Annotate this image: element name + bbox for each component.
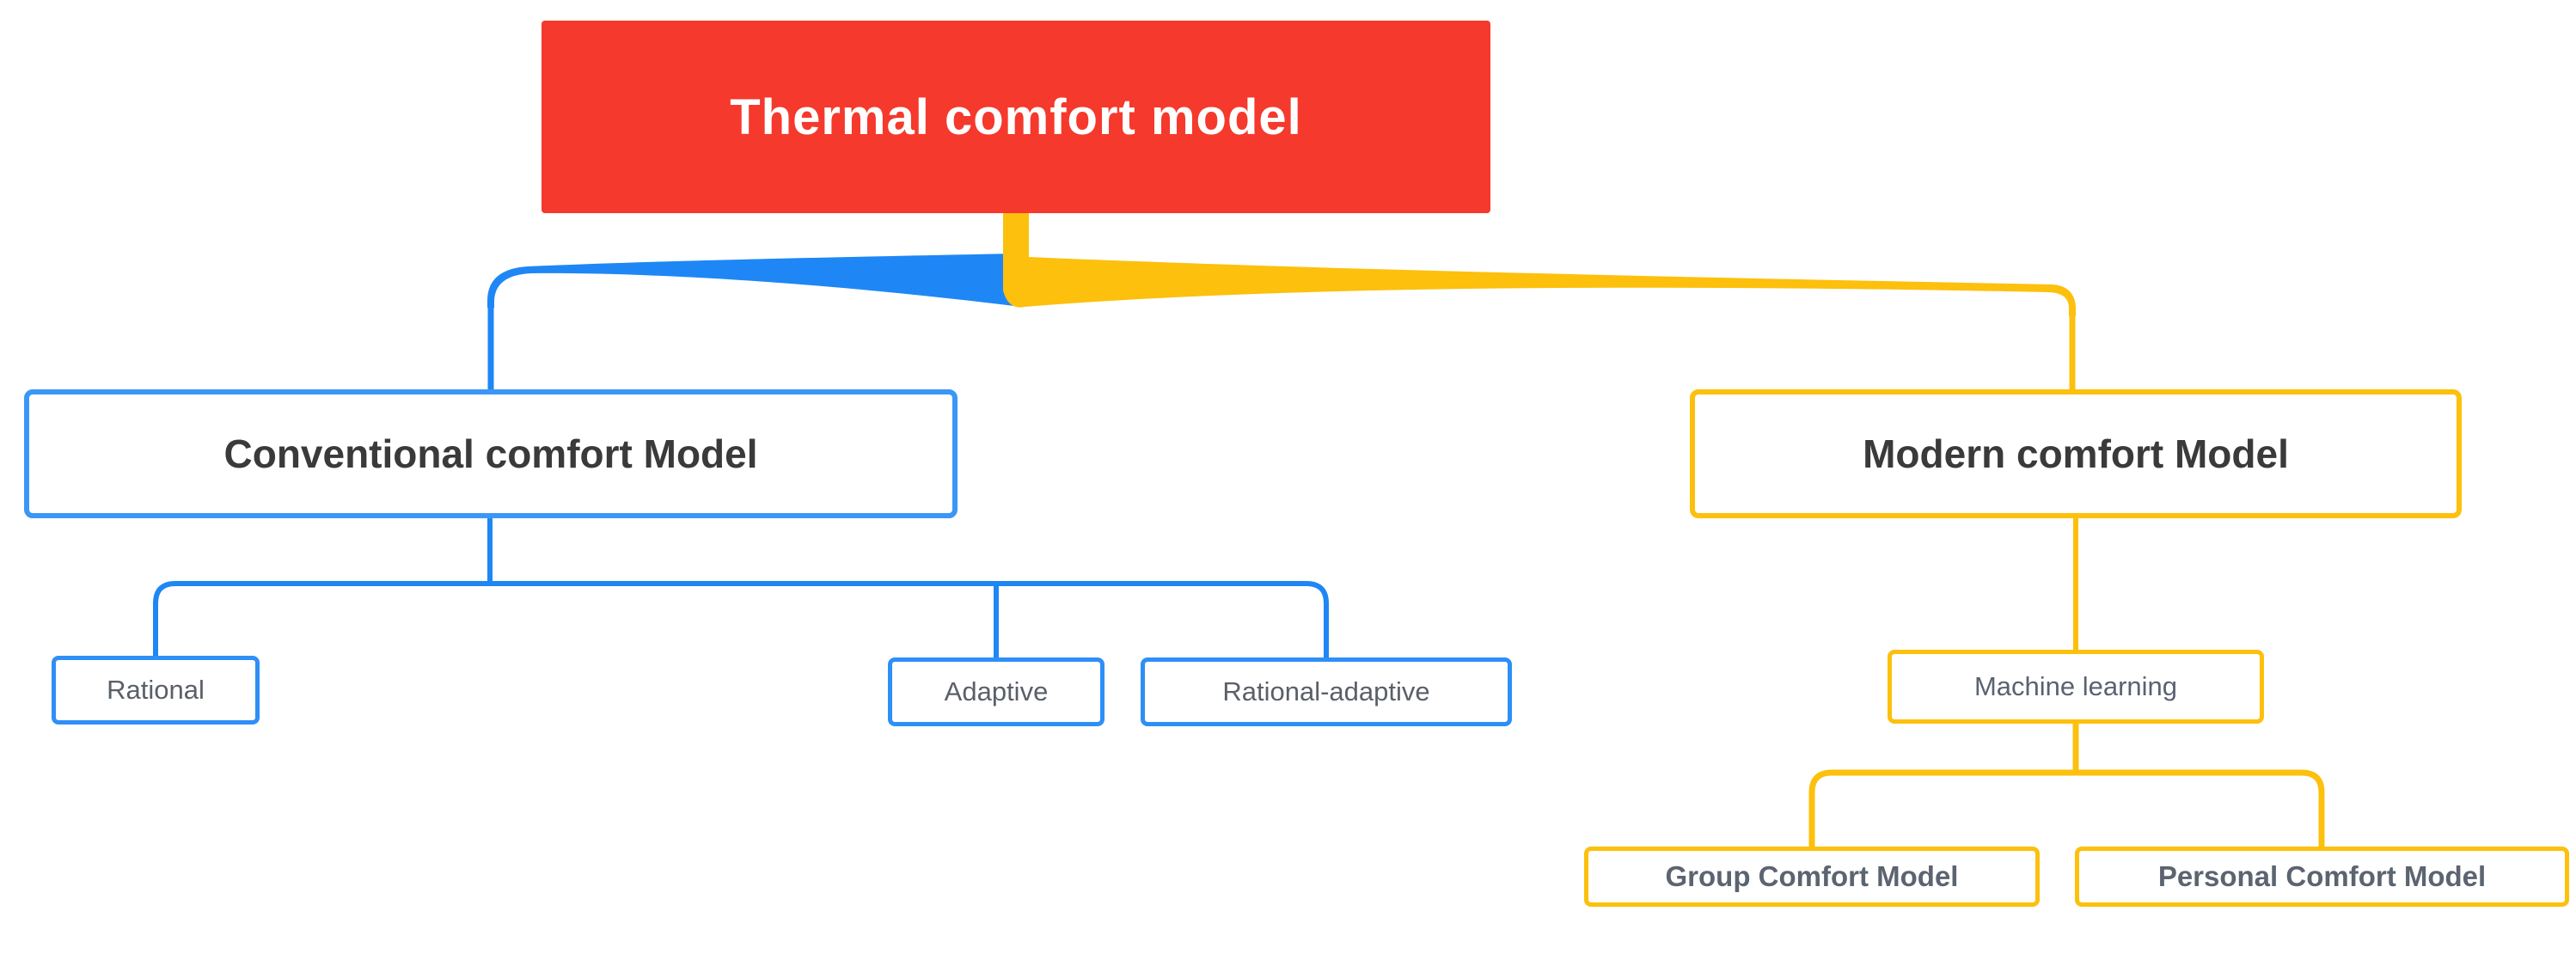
node-adaptive-label: Adaptive	[944, 676, 1049, 706]
root-stem-and-modern-taper	[1003, 210, 2076, 316]
node-root: Thermal comfort model	[542, 21, 1490, 213]
node-modern-comfort-model: Modern comfort Model	[1690, 389, 2462, 518]
node-rational-label: Rational	[107, 675, 205, 705]
node-personal-comfort-model: Personal Comfort Model	[2075, 847, 2569, 907]
node-machine-learning: Machine learning	[1888, 650, 2264, 724]
node-root-label: Thermal comfort model	[730, 89, 1302, 145]
branch-conventional-taper	[487, 254, 1014, 308]
node-group-label: Group Comfort Model	[1665, 860, 1959, 892]
node-rational: Rational	[52, 656, 260, 725]
node-rational-adaptive: Rational-adaptive	[1141, 657, 1512, 726]
node-group-comfort-model: Group Comfort Model	[1584, 847, 2040, 907]
node-conventional-comfort-model: Conventional comfort Model	[24, 389, 958, 518]
node-machine-learning-label: Machine learning	[1973, 671, 2178, 701]
node-adaptive: Adaptive	[888, 657, 1104, 726]
node-modern-label: Modern comfort Model	[1863, 431, 2289, 476]
connector-machine-learning-rail	[1808, 769, 2325, 848]
node-conventional-label: Conventional comfort Model	[223, 431, 758, 476]
node-rational-adaptive-label: Rational-adaptive	[1222, 676, 1430, 706]
node-personal-label: Personal Comfort Model	[2157, 860, 2487, 892]
connector-conventional-rail	[153, 581, 1329, 659]
